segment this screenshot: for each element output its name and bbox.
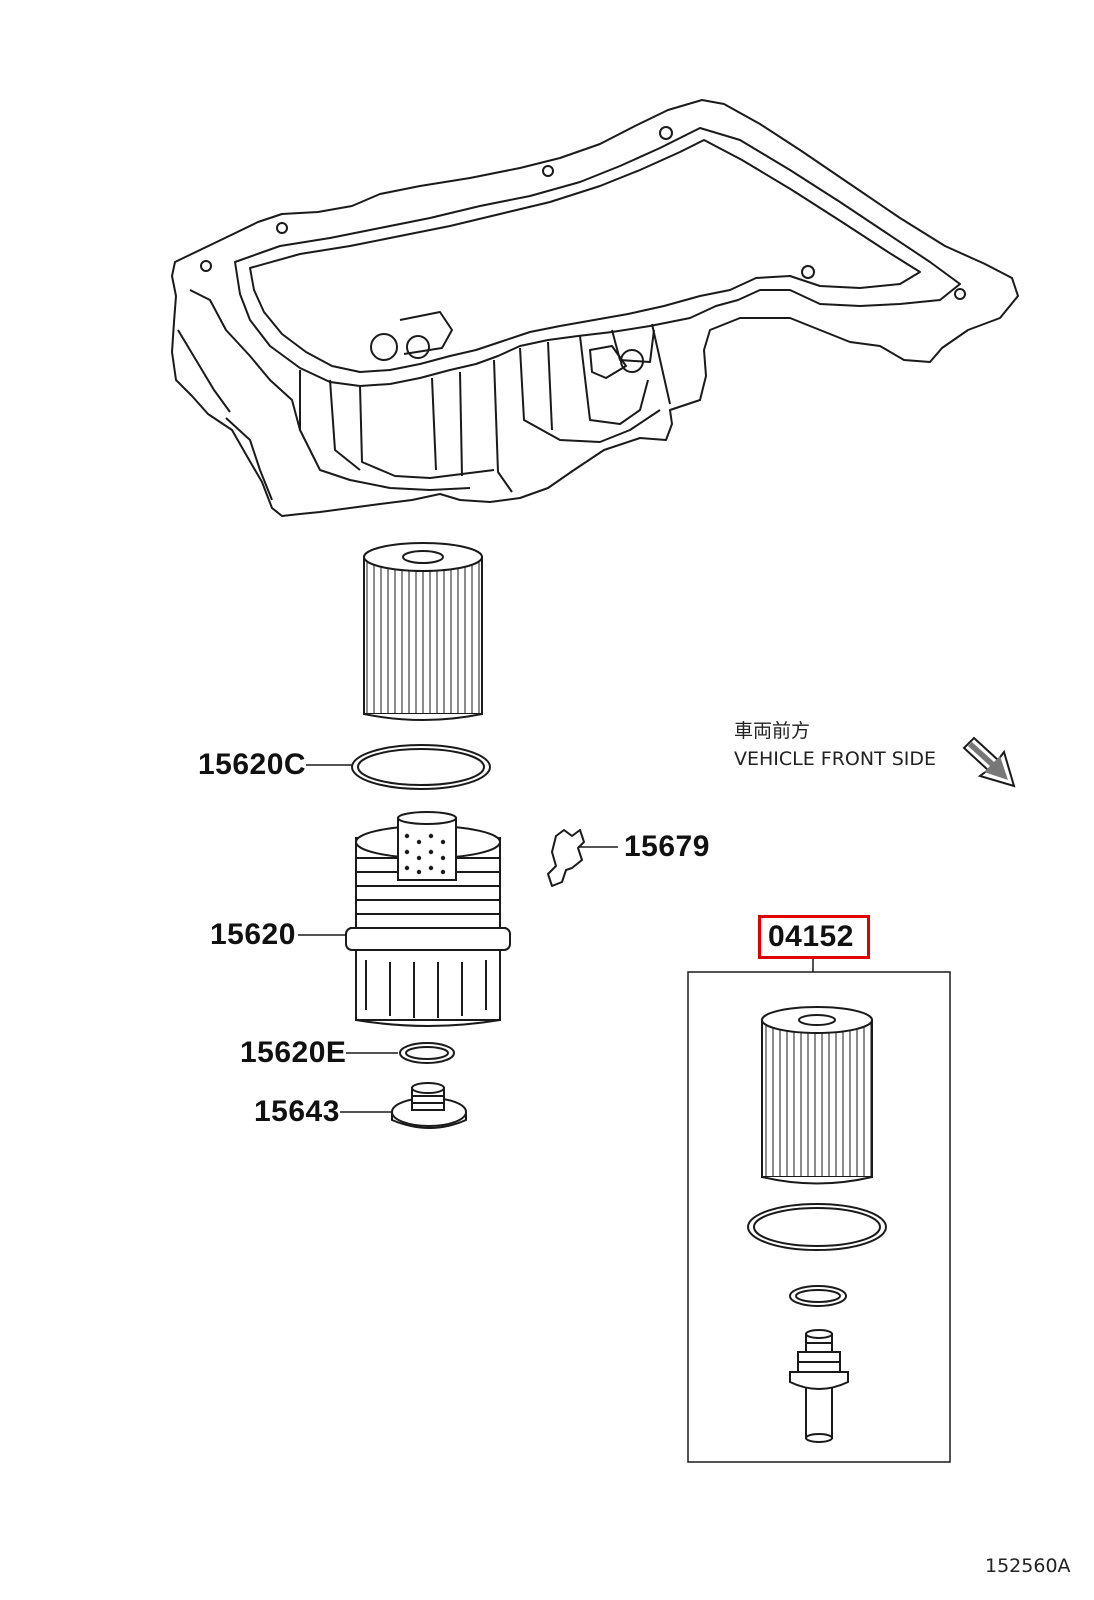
leader-lines [298,764,814,1113]
oil-filter-element [363,542,483,721]
part-label-15679[interactable]: 15679 [624,830,710,863]
part-label-04152[interactable]: 04152 [768,920,854,953]
kit-filter-element [761,1006,873,1185]
direction-label-jp: 車両前方 [734,720,811,742]
part-label-15620[interactable]: 15620 [210,918,296,951]
o-ring-small [399,1042,455,1064]
o-ring-large [351,744,491,790]
oil-pan [171,99,1019,517]
part-label-15643[interactable]: 15643 [254,1095,340,1128]
figure-id: 152560A [985,1555,1071,1577]
clip [547,829,585,887]
highlight-box [758,915,870,959]
part-label-15620E[interactable]: 15620E [240,1036,347,1069]
oil-filter-cap [345,811,511,1027]
kit-o-ring-large [747,1203,887,1251]
kit-drain-plug [789,1329,849,1443]
part-label-15620C[interactable]: 15620C [198,748,307,781]
direction-label-en: VEHICLE FRONT SIDE [734,748,937,770]
kit-box [687,971,951,1463]
drain-plug [391,1082,467,1129]
front-direction-arrow-icon [962,736,1016,788]
kit-o-ring-small [789,1285,847,1307]
